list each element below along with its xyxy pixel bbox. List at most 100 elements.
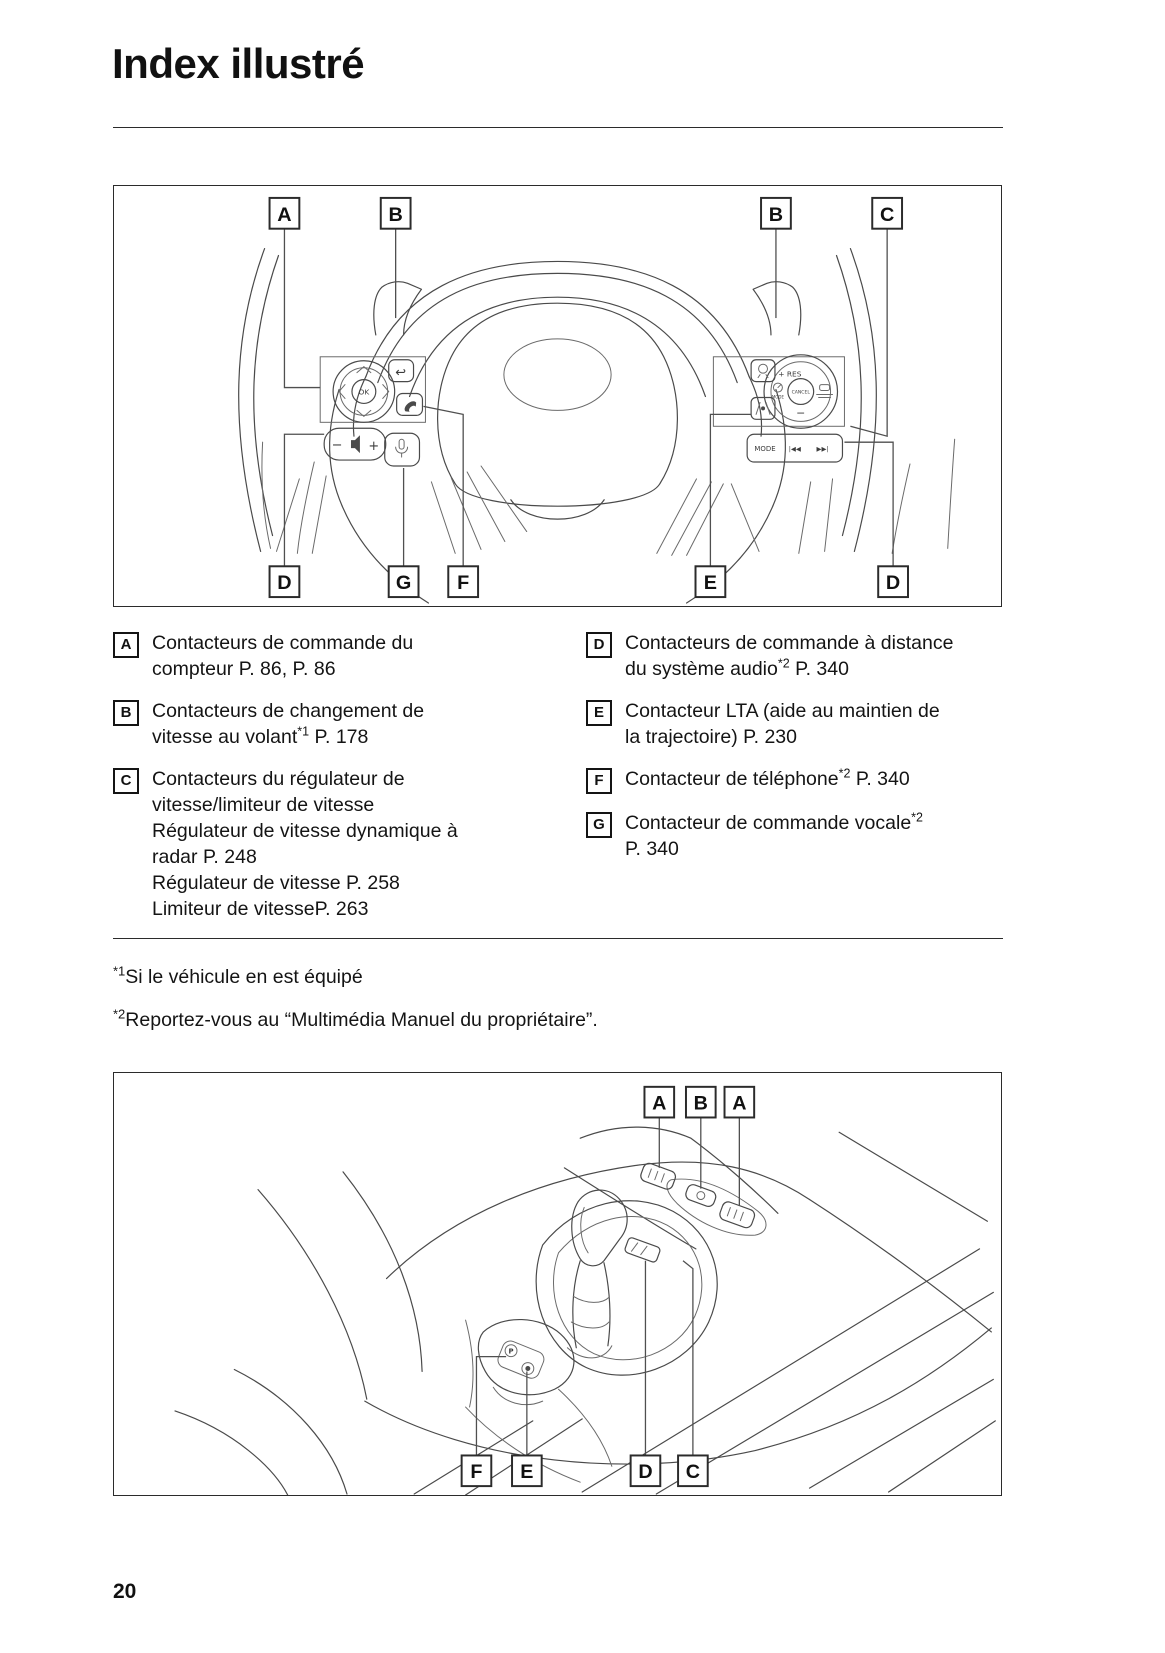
callout-lines-1 — [283, 228, 894, 567]
speed-limiter-button — [750, 359, 776, 383]
superscript-marker: *2 — [911, 810, 923, 825]
phone-icon — [404, 401, 417, 412]
callout-label: C — [686, 1461, 700, 1483]
legend-line: P. 340 — [625, 838, 679, 860]
callout-label: A — [652, 1093, 666, 1115]
legend-text: Contacteurs de commande du compteur P. 86… — [152, 630, 413, 682]
right-control-cluster: CANCEL + RES − MODE — [712, 354, 845, 463]
brake-hold-icon — [521, 1362, 535, 1375]
legend-line: Régulateur de vitesse P. 258 — [152, 872, 400, 894]
footnote-2: *2Reportez-vous au “Multimédia Manuel du… — [113, 1006, 598, 1032]
superscript-marker: *2 — [777, 656, 790, 671]
legend-divider — [113, 938, 1003, 939]
legend-key-box: C — [113, 768, 139, 794]
callout-label: B — [694, 1093, 708, 1115]
mode-button-label: MODE — [754, 445, 775, 453]
footnote-text: Reportez-vous au “Multimédia Manuel du p… — [125, 1009, 598, 1031]
volume-plus: + — [368, 439, 379, 454]
phone-button — [396, 392, 424, 416]
title-divider — [113, 127, 1003, 128]
seat-heater-icon — [647, 1168, 665, 1183]
callout-label: B — [388, 204, 402, 226]
volume-rocker — [323, 427, 387, 461]
parking-brake-switch — [497, 1340, 545, 1379]
legend-line: radar P. 248 — [152, 846, 257, 868]
back-icon: ↩ — [395, 366, 406, 381]
ok-label: OK — [359, 388, 371, 397]
legend-text: Contacteur LTA (aide au maintien de la tr… — [625, 698, 940, 750]
legend-key-box: F — [586, 768, 612, 794]
legend-line: Contacteur de téléphone*2 P. 340 — [625, 766, 910, 790]
center-button — [685, 1184, 717, 1207]
legend-line: vitesse/limiteur de vitesse — [152, 794, 375, 816]
superscript-marker: *1 — [297, 724, 310, 739]
callout-label: E — [520, 1461, 533, 1483]
shift-lock-button — [624, 1237, 661, 1263]
seat-heater-button-left — [640, 1162, 677, 1190]
legend-line: la trajectoire) P. 230 — [625, 726, 797, 748]
lane-icon — [755, 401, 771, 415]
callout-label: A — [732, 1093, 746, 1115]
legend-line: compteur P. 86, P. 86 — [152, 658, 336, 680]
figure1-labels: A B B C D G F E D — [268, 196, 909, 599]
legend-text: Contacteur de téléphone*2 P. 340 — [625, 766, 910, 794]
speed-limiter-icon — [757, 363, 769, 379]
back-button — [388, 359, 415, 383]
footnote-marker: *2 — [113, 1006, 126, 1022]
cancel-button — [787, 378, 815, 406]
speaker-icon — [350, 435, 360, 454]
callout-label: B — [769, 204, 783, 226]
parking-brake-module: P — [465, 1318, 613, 1483]
callout-label: E — [704, 572, 717, 594]
cruise-minus-label: − — [796, 406, 805, 419]
page-number: 20 — [113, 1580, 137, 1603]
next-track-icon: ▶▶| — [817, 445, 829, 453]
legend-line: Contacteurs de commande du — [152, 632, 414, 654]
seat-heater-button-right — [719, 1201, 756, 1229]
mic-icon — [395, 438, 409, 458]
ok-button — [351, 379, 377, 405]
footnote-text: Si le véhicule en est équipé — [125, 966, 363, 988]
gauge-mode-label: MODE — [772, 394, 785, 399]
page-title: Index illustré — [112, 40, 365, 87]
steering-wheel-figure: OK ↩ − + — [113, 185, 1002, 607]
airbag-hub — [437, 302, 678, 520]
center-console-diagram: P — [174, 1085, 996, 1495]
callout-label: D — [638, 1461, 652, 1483]
paddle-shifter-left — [373, 281, 423, 336]
steering-wheel-diagram: OK ↩ − + — [238, 196, 956, 604]
callout-label: C — [880, 204, 894, 226]
volume-minus: − — [332, 438, 343, 453]
legend-line: Limiteur de vitesseP. 263 — [152, 898, 369, 920]
legend-line: du système audio*2 P. 340 — [625, 656, 849, 680]
footnote-1: *1Si le véhicule en est équipé — [113, 965, 363, 989]
legend-item: F Contacteur de téléphone*2 P. 340 — [586, 766, 1004, 794]
left-control-cluster: OK ↩ − + — [319, 356, 426, 467]
legend-line: Contacteur LTA (aide au maintien de — [625, 700, 940, 722]
svg-text:P: P — [509, 1348, 514, 1356]
lta-button — [750, 396, 776, 420]
callout-label: F — [470, 1461, 482, 1483]
spoke-lines — [261, 438, 956, 556]
callout-label: A — [277, 204, 291, 226]
callout-lines-2 — [475, 1117, 740, 1456]
callout-label: G — [396, 572, 411, 594]
seat-heater-icon — [726, 1207, 744, 1222]
audio-mode-row — [746, 433, 844, 463]
cancel-label: CANCEL — [792, 390, 811, 396]
gauge-icon — [772, 382, 783, 393]
callout-label: F — [457, 572, 469, 594]
legend-line: Contacteurs de changement de — [152, 700, 425, 722]
console-body — [174, 1126, 996, 1495]
